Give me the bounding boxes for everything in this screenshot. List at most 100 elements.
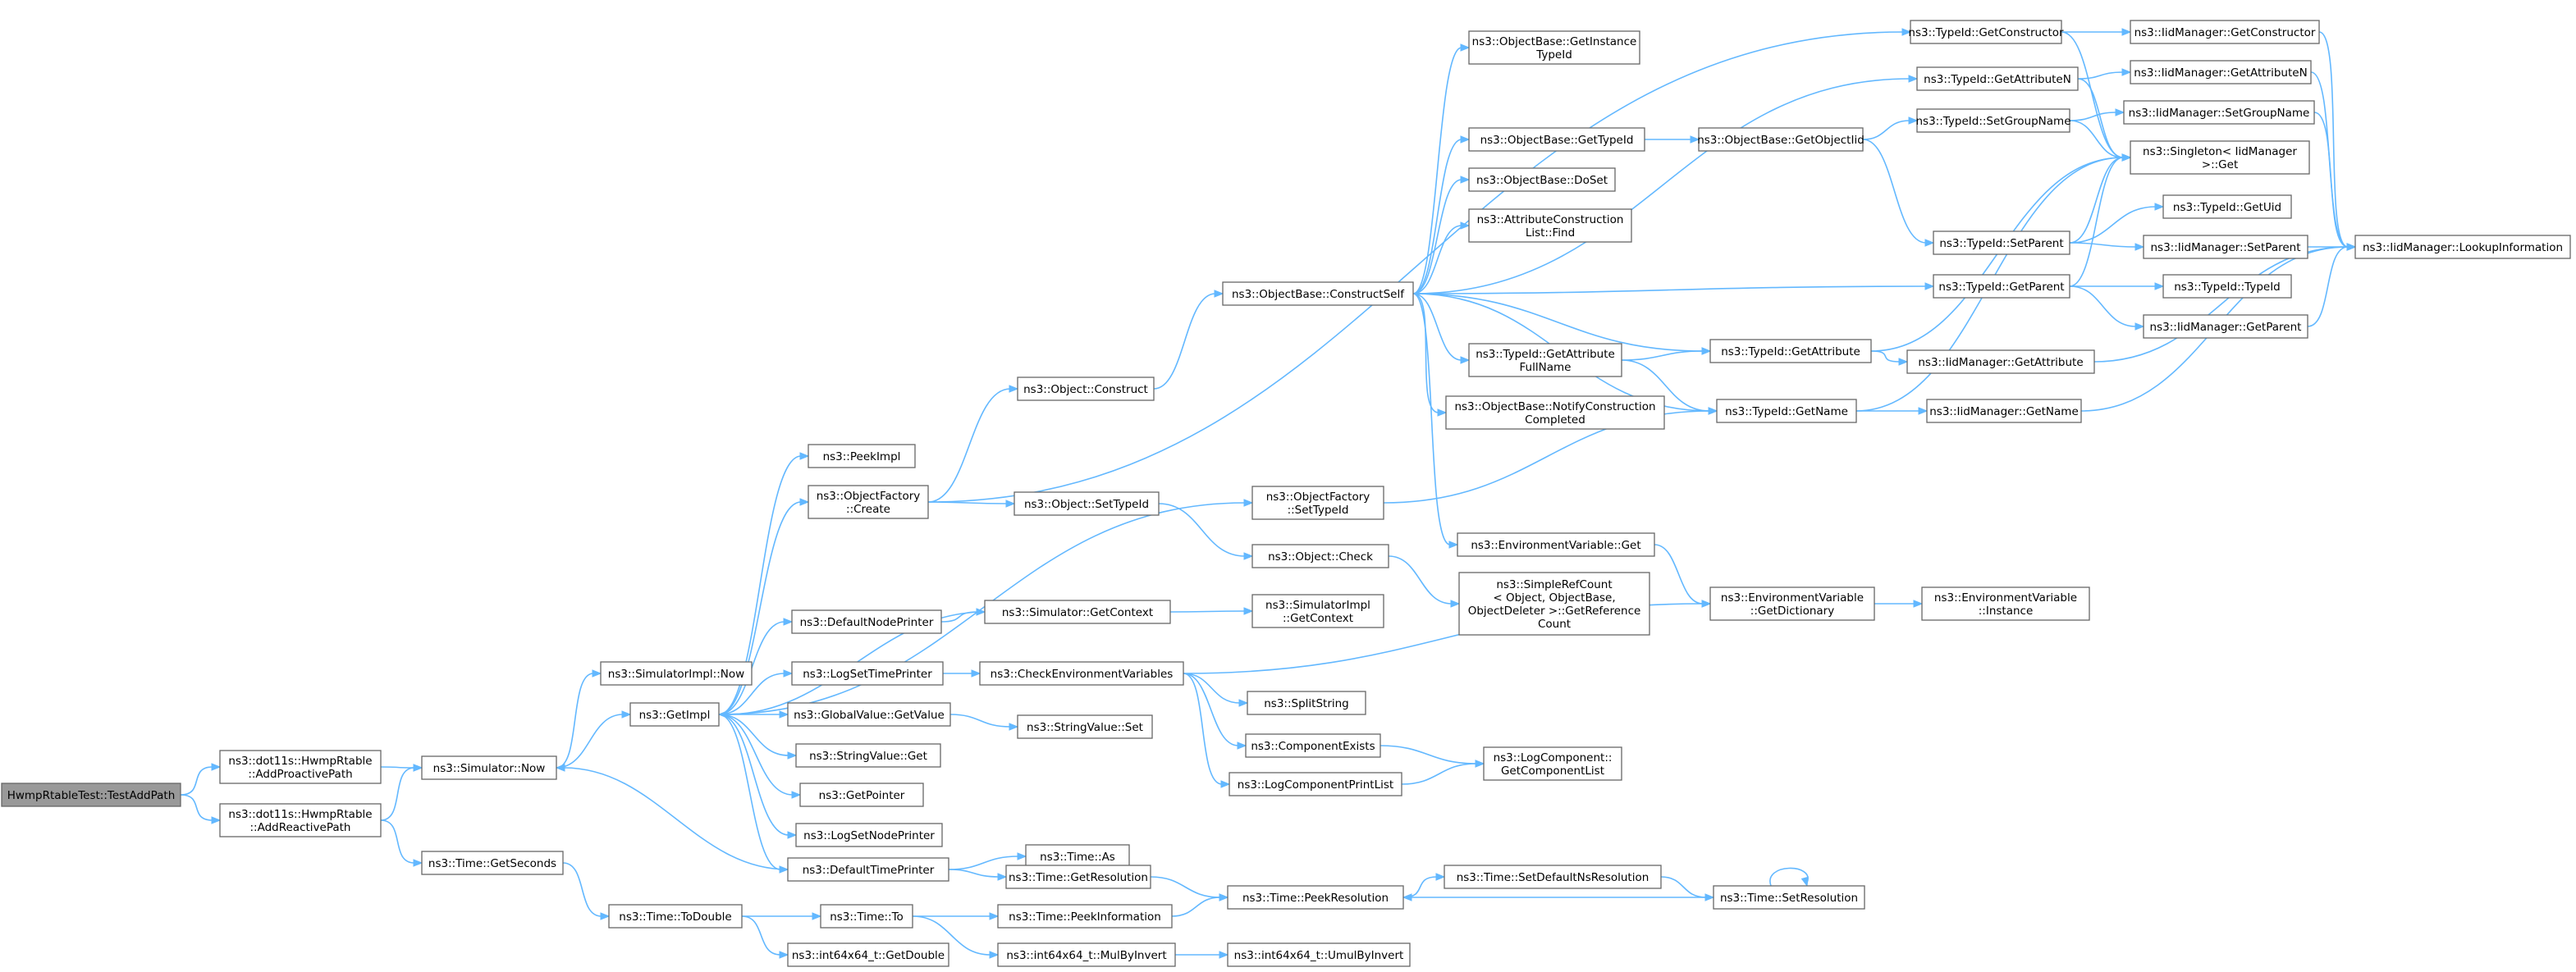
- function-node-n24[interactable]: ns3::Time::As: [1025, 844, 1130, 869]
- function-node-n3[interactable]: ns3::Simulator::Now: [421, 755, 557, 780]
- function-node-n51[interactable]: ns3::Time::SetResolution: [1713, 885, 1865, 910]
- function-node-n66[interactable]: ns3::TypeId::TypeId: [2162, 274, 2292, 299]
- call-edge: [943, 669, 981, 678]
- function-node-n26[interactable]: ns3::Time::PeekInformation: [997, 904, 1173, 929]
- function-node-n58[interactable]: ns3::IidManager::GetName: [1926, 399, 2082, 423]
- function-node-n60[interactable]: ns3::IidManager::GetConstructor: [2130, 20, 2320, 44]
- function-node-n32[interactable]: ns3::SplitString: [1247, 691, 1366, 715]
- function-node-n56[interactable]: ns3::TypeId::GetParent: [1933, 274, 2070, 299]
- function-node-n2[interactable]: ns3::dot11s::HwmpRtable::AddReactivePath: [219, 803, 382, 837]
- function-node-n46[interactable]: ns3::Time::SetDefaultNsResolution: [1444, 865, 1662, 889]
- function-node-label: ::AddReactivePath: [249, 821, 350, 834]
- function-node-n0[interactable]: HwmpRtableTest::TestAddPath: [1, 783, 181, 807]
- function-node-n5[interactable]: ns3::SimulatorImpl::Now: [600, 661, 753, 686]
- function-node-n62[interactable]: ns3::IidManager::SetGroupName: [2123, 100, 2315, 125]
- call-edge: [913, 912, 1000, 920]
- function-node-n33[interactable]: ns3::ComponentExists: [1245, 733, 1381, 758]
- call-edge-line: [2069, 157, 2124, 287]
- function-node-n45[interactable]: ns3::LogComponent::GetComponentList: [1483, 746, 1622, 781]
- function-node-label: ObjectDeleter >::GetReference: [1468, 605, 1641, 618]
- function-node-n50[interactable]: ns3::EnvironmentVariable::GetDictionary: [1709, 586, 1875, 621]
- edge-arrowhead: [1690, 135, 1700, 144]
- function-node-n21[interactable]: ns3::Simulator::GetContext: [984, 600, 1171, 624]
- call-edge: [1412, 221, 1471, 294]
- function-node-n12[interactable]: ns3::DefaultNodePrinter: [791, 609, 942, 634]
- call-edge-line: [1412, 293, 1704, 352]
- function-node-label: ns3::Simulator::GetContext: [1002, 606, 1153, 619]
- function-node-n19[interactable]: ns3::Object::Construct: [1017, 376, 1155, 401]
- function-node-label: Count: [1538, 618, 1571, 631]
- function-node-n43[interactable]: ns3::EnvironmentVariable::Get: [1457, 532, 1655, 557]
- function-node-n23[interactable]: ns3::StringValue::Set: [1017, 714, 1153, 739]
- function-node-n54[interactable]: ns3::TypeId::SetGroupName: [1915, 108, 2071, 133]
- function-node-n4[interactable]: ns3::Time::GetSeconds: [421, 851, 564, 875]
- function-node-n11[interactable]: ns3::ObjectFactory::Create: [808, 485, 929, 519]
- call-edge: [1174, 951, 1229, 959]
- call-edge-line: [1621, 350, 1704, 361]
- function-node-n1[interactable]: ns3::dot11s::HwmpRtable::AddProactivePat…: [219, 750, 382, 784]
- function-node-n31[interactable]: ns3::SimulatorImpl::GetContext: [1251, 594, 1384, 628]
- function-node-n17[interactable]: ns3::LogSetNodePrinter: [795, 823, 943, 847]
- function-node-n13[interactable]: ns3::LogSetTimePrinter: [791, 661, 944, 686]
- function-node-n34[interactable]: ns3::LogComponentPrintList: [1229, 772, 1402, 796]
- edge-arrowhead: [2115, 108, 2125, 116]
- function-node-n55[interactable]: ns3::TypeId::SetParent: [1933, 230, 2070, 255]
- function-node-n25[interactable]: ns3::Time::GetResolution: [1005, 865, 1151, 889]
- function-node-label: ns3::TypeId::GetUid: [2173, 201, 2281, 214]
- function-node-n44[interactable]: ns3::SimpleRefCount< Object, ObjectBase,…: [1458, 572, 1650, 636]
- function-node-n15[interactable]: ns3::StringValue::Get: [795, 743, 941, 768]
- function-node-n42[interactable]: ns3::ObjectBase::NotifyConstructionCompl…: [1445, 395, 1665, 430]
- function-node-n22[interactable]: ns3::CheckEnvironmentVariables: [979, 661, 1184, 686]
- function-node-box: [1227, 885, 1404, 910]
- function-node-n47[interactable]: ns3::ObjectBase::GetObjectIid: [1697, 127, 1865, 152]
- edge-arrowhead: [1402, 893, 1412, 901]
- function-node-n14[interactable]: ns3::GlobalValue::GetValue: [787, 702, 951, 727]
- function-node-n65[interactable]: ns3::IidManager::SetParent: [2143, 235, 2308, 259]
- edge-arrowhead: [783, 618, 794, 626]
- function-node-n10[interactable]: ns3::PeekImpl: [808, 444, 916, 468]
- function-node-n61[interactable]: ns3::IidManager::GetAttributeN: [2130, 60, 2312, 84]
- function-node-n29[interactable]: ns3::ObjectFactory::SetTypeId: [1251, 486, 1384, 520]
- call-edge-line: [1412, 179, 1462, 294]
- function-node-label: ns3::int64x64_t::MulByInvert: [1006, 949, 1166, 962]
- function-node-box: [808, 444, 916, 468]
- function-node-n35[interactable]: ns3::Time::PeekResolution: [1227, 885, 1404, 910]
- function-node-box: [795, 743, 941, 768]
- function-node-n57[interactable]: ns3::IidManager::GetAttribute: [1906, 349, 2095, 374]
- function-node-n30[interactable]: ns3::Object::Check: [1251, 544, 1389, 568]
- function-node-n8[interactable]: ns3::Time::To: [820, 904, 913, 929]
- function-node-box: [629, 702, 720, 727]
- function-node-n67[interactable]: ns3::IidManager::GetParent: [2143, 314, 2308, 339]
- function-node-n53[interactable]: ns3::TypeId::GetAttributeN: [1916, 66, 2079, 91]
- function-node-n48[interactable]: ns3::TypeId::GetAttribute: [1709, 339, 1872, 363]
- function-node-n9[interactable]: ns3::int64x64_t::GetDouble: [787, 942, 949, 967]
- function-node-n49[interactable]: ns3::TypeId::GetName: [1716, 399, 1857, 423]
- function-node-box: [1468, 30, 1640, 65]
- function-node-n6[interactable]: ns3::GetImpl: [629, 702, 720, 727]
- function-node-n7[interactable]: ns3::Time::ToDouble: [608, 904, 743, 929]
- function-node-n16[interactable]: ns3::GetPointer: [799, 783, 924, 807]
- function-node-n28[interactable]: ns3::ObjectBase::ConstructSelf: [1222, 281, 1414, 306]
- edge-arrowhead: [2121, 68, 2132, 76]
- function-node-n36[interactable]: ns3::int64x64_t::UmulByInvert: [1227, 942, 1411, 967]
- call-edge-line: [2069, 112, 2117, 121]
- function-node-n63[interactable]: ns3::Singleton< IidManager >::Get: [2130, 140, 2310, 175]
- call-edge-line: [1158, 503, 1246, 557]
- function-node-n20[interactable]: ns3::Object::SetTypeId: [1013, 491, 1160, 516]
- function-node-n38[interactable]: ns3::ObjectBase::GetTypeId: [1468, 127, 1645, 152]
- function-node-n64[interactable]: ns3::TypeId::GetUid: [2162, 194, 2292, 219]
- call-edge-line: [718, 714, 794, 796]
- function-node-label: ns3::GlobalValue::GetValue: [794, 709, 945, 722]
- function-node-n18[interactable]: ns3::DefaultTimePrinter: [787, 857, 949, 882]
- function-node-n39[interactable]: ns3::ObjectBase::DoSet: [1468, 167, 1616, 192]
- edge-arrowhead: [592, 669, 602, 678]
- function-node-n68[interactable]: ns3::IidManager::LookupInformation: [2354, 235, 2571, 259]
- function-node-n52[interactable]: ns3::TypeId::GetConstructor: [1908, 20, 2064, 44]
- function-node-label: ns3::Time::GetResolution: [1009, 871, 1148, 884]
- function-node-n59[interactable]: ns3::EnvironmentVariable::Instance: [1921, 586, 2090, 621]
- call-edge-line: [1769, 867, 1809, 887]
- function-node-n27[interactable]: ns3::int64x64_t::MulByInvert: [997, 942, 1176, 967]
